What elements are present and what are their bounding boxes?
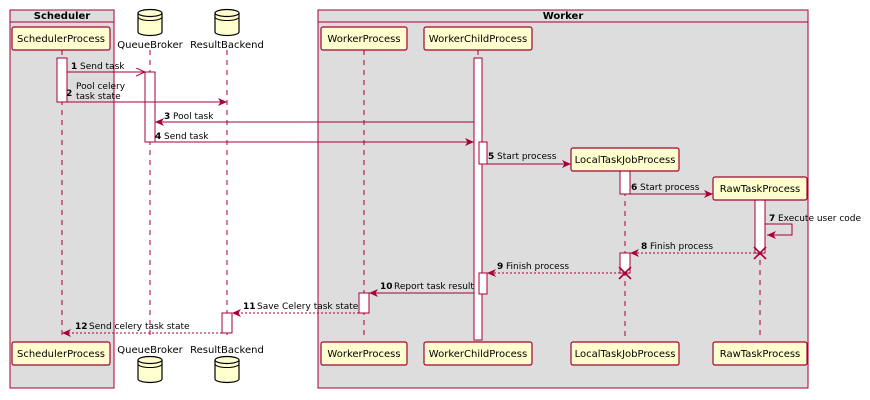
message-7-number: 7	[769, 214, 775, 224]
participant-raw-task-process-label: RawTaskProcess	[720, 184, 801, 195]
participants-top: SchedulerProcess QueueBroker ResultBacke…	[11, 8, 808, 201]
message-1-number: 1	[71, 62, 77, 72]
participant-local-task-job-process-bottom: LocalTaskJobProcess	[570, 341, 680, 366]
database-icon	[137, 13, 163, 37]
activation-scheduler-process	[56, 57, 68, 103]
message-1-label: Send task	[80, 62, 125, 72]
message-7-label: Execute user code	[778, 214, 862, 224]
destroy-marks	[618, 246, 767, 280]
activation-worker-child-process-main	[473, 57, 483, 341]
activation-raw-task-process	[754, 199, 766, 254]
message-11: 11 Save Celery task state	[232, 302, 359, 317]
message-9-label: Finish process	[506, 262, 569, 272]
message-6-number: 6	[631, 183, 637, 193]
activations	[56, 57, 766, 341]
participant-result-backend-label: ResultBackend	[190, 40, 264, 51]
database-icon	[137, 360, 163, 384]
message-3: 3 Pool task	[155, 112, 474, 126]
messages: 1 Send task 2 Pool celery task state 3 P…	[62, 62, 862, 337]
message-6: 6 Start process	[630, 183, 713, 198]
participant-worker-process-bottom: WorkerProcess	[320, 341, 408, 366]
message-9-number: 9	[497, 262, 503, 272]
message-3-number: 3	[164, 112, 170, 122]
participant-result-backend-bottom: ResultBackend	[190, 345, 264, 384]
participant-local-task-job-process-created: LocalTaskJobProcess	[570, 147, 680, 172]
message-12-number: 12	[75, 322, 88, 332]
message-6-label: Start process	[640, 183, 700, 193]
database-icon	[214, 360, 240, 384]
participant-queue-broker-label: QueueBroker	[117, 345, 183, 356]
message-10-number: 10	[380, 282, 393, 292]
destroy-mark-local-task-job-process	[618, 266, 632, 280]
message-1: 1 Send task	[67, 62, 145, 72]
participant-result-backend-top: ResultBackend	[190, 8, 264, 51]
message-7-arrow	[765, 223, 793, 239]
message-2-number: 2	[66, 89, 72, 99]
participant-worker-child-process-top: WorkerChildProcess	[423, 26, 533, 51]
participant-worker-process-label: WorkerProcess	[327, 349, 400, 360]
participant-raw-task-process-bottom: RawTaskProcess	[712, 341, 808, 366]
participant-queue-broker-top: QueueBroker	[117, 8, 184, 51]
message-12-label: Send celery task state	[89, 322, 190, 332]
message-2: 2 Pool celery task state	[66, 82, 227, 106]
participant-queue-broker-label: QueueBroker	[117, 40, 183, 51]
participant-worker-process-top: WorkerProcess	[320, 26, 408, 51]
message-5-number: 5	[488, 152, 494, 162]
participant-result-backend-label: ResultBackend	[190, 345, 264, 356]
activation-worker-child-process-nested-2	[478, 272, 488, 295]
message-5-label: Start process	[497, 152, 557, 162]
message-2-label-line-1: Pool celery	[76, 82, 126, 92]
activation-local-task-job-process-1	[619, 170, 631, 195]
message-9: 9 Finish process	[487, 262, 620, 277]
participant-local-task-job-process-label: LocalTaskJobProcess	[575, 349, 676, 360]
message-5: 5 Start process	[487, 152, 571, 168]
message-4-number: 4	[155, 132, 161, 142]
message-11-number: 11	[243, 302, 256, 312]
activation-worker-process	[358, 292, 370, 314]
message-8: 8 Finish process	[630, 242, 755, 257]
message-7: 7 Execute user code	[765, 214, 862, 239]
message-2-label-line-2: task state	[76, 92, 121, 102]
message-4-label: Send task	[164, 132, 209, 142]
participant-raw-task-process-created: RawTaskProcess	[712, 176, 808, 201]
message-11-label: Save Celery task state	[257, 302, 359, 312]
message-10: 10 Report task result	[369, 282, 474, 297]
participant-scheduler-process-label: SchedulerProcess	[17, 34, 105, 45]
participant-scheduler-process-bottom: SchedulerProcess	[11, 341, 111, 366]
participant-worker-process-label: WorkerProcess	[327, 34, 400, 45]
activation-worker-child-process-nested-1	[478, 141, 488, 165]
message-8-label: Finish process	[650, 242, 713, 252]
participants-bottom: SchedulerProcess QueueBroker ResultBacke…	[11, 341, 808, 384]
group-worker-title: Worker	[543, 11, 584, 22]
destroy-mark-raw-task-process	[753, 246, 767, 260]
participant-worker-child-process-bottom: WorkerChildProcess	[423, 341, 533, 366]
participant-scheduler-process-label: SchedulerProcess	[17, 349, 105, 360]
participant-queue-broker-bottom: QueueBroker	[117, 345, 184, 384]
message-3-label: Pool task	[173, 112, 214, 122]
activation-queue-broker	[144, 71, 156, 143]
participant-local-task-job-process-label: LocalTaskJobProcess	[575, 155, 676, 166]
participant-worker-child-process-label: WorkerChildProcess	[429, 34, 527, 45]
activation-result-backend	[221, 312, 233, 334]
message-4: 4 Send task	[155, 132, 474, 146]
message-12: 12 Send celery task state	[62, 322, 222, 337]
message-8-number: 8	[641, 242, 647, 252]
participant-raw-task-process-label: RawTaskProcess	[720, 349, 801, 360]
message-10-label: Report task result	[394, 282, 474, 292]
participant-worker-child-process-label: WorkerChildProcess	[429, 349, 527, 360]
database-icon	[214, 13, 240, 37]
participant-scheduler-process-top: SchedulerProcess	[11, 26, 111, 51]
group-scheduler-title: Scheduler	[34, 11, 91, 22]
